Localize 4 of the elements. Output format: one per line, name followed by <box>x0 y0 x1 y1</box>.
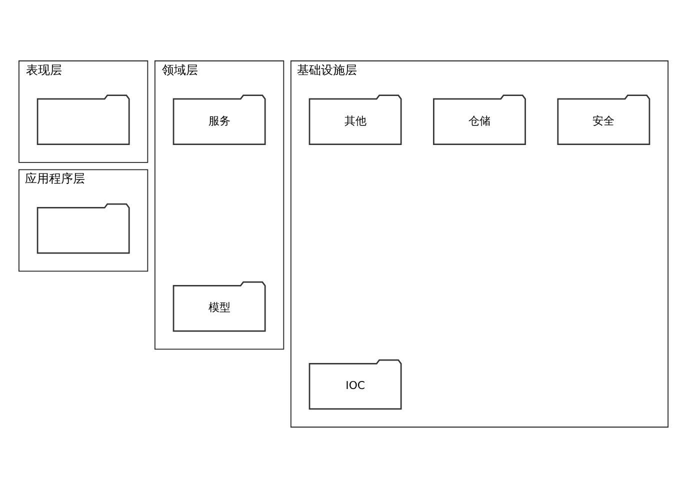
node-folder <box>36 202 130 254</box>
node-folder <box>36 94 130 144</box>
cluster: 表现层 <box>18 60 148 162</box>
cluster: 应用程序层 <box>18 168 148 272</box>
